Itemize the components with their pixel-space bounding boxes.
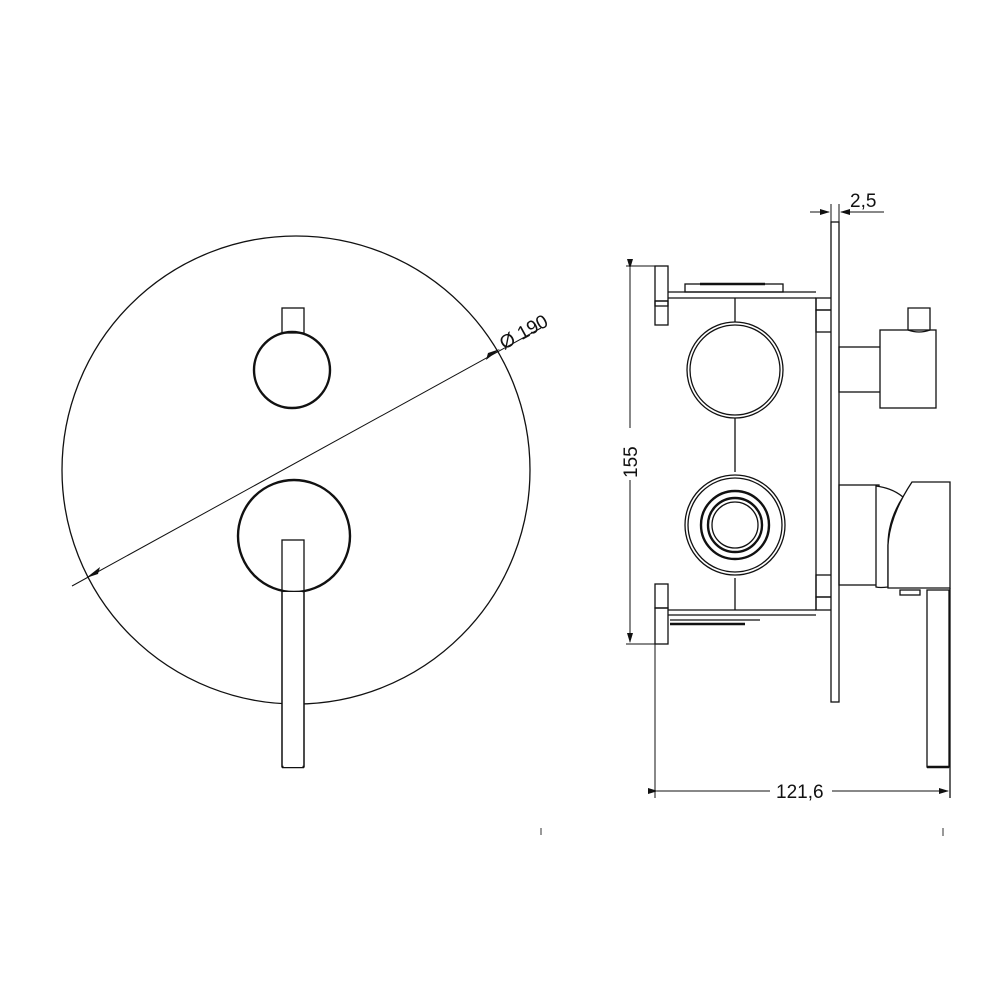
mixer-handle-side [838,481,951,798]
valve-body [668,282,833,626]
depth-dimension: 121,6 [648,644,949,804]
diverter-knob [252,307,332,410]
height-label: 155 [621,446,642,478]
diameter-dimension: Ø 190 [71,311,552,587]
outlet-port [684,474,786,576]
thickness-dimension: 2,5 [810,191,884,222]
side-view: 155 [618,191,951,804]
mounting-brackets [654,265,669,645]
diverter-knob-side [838,307,937,409]
cover-plate-profile [830,221,840,703]
thickness-label: 2,5 [850,191,876,212]
diameter-label: Ø 190 [496,311,551,354]
height-dimension: 155 [618,259,668,645]
mixer-handle [236,478,352,769]
depth-label: 121,6 [776,782,824,803]
front-view: Ø 190 [61,235,552,769]
